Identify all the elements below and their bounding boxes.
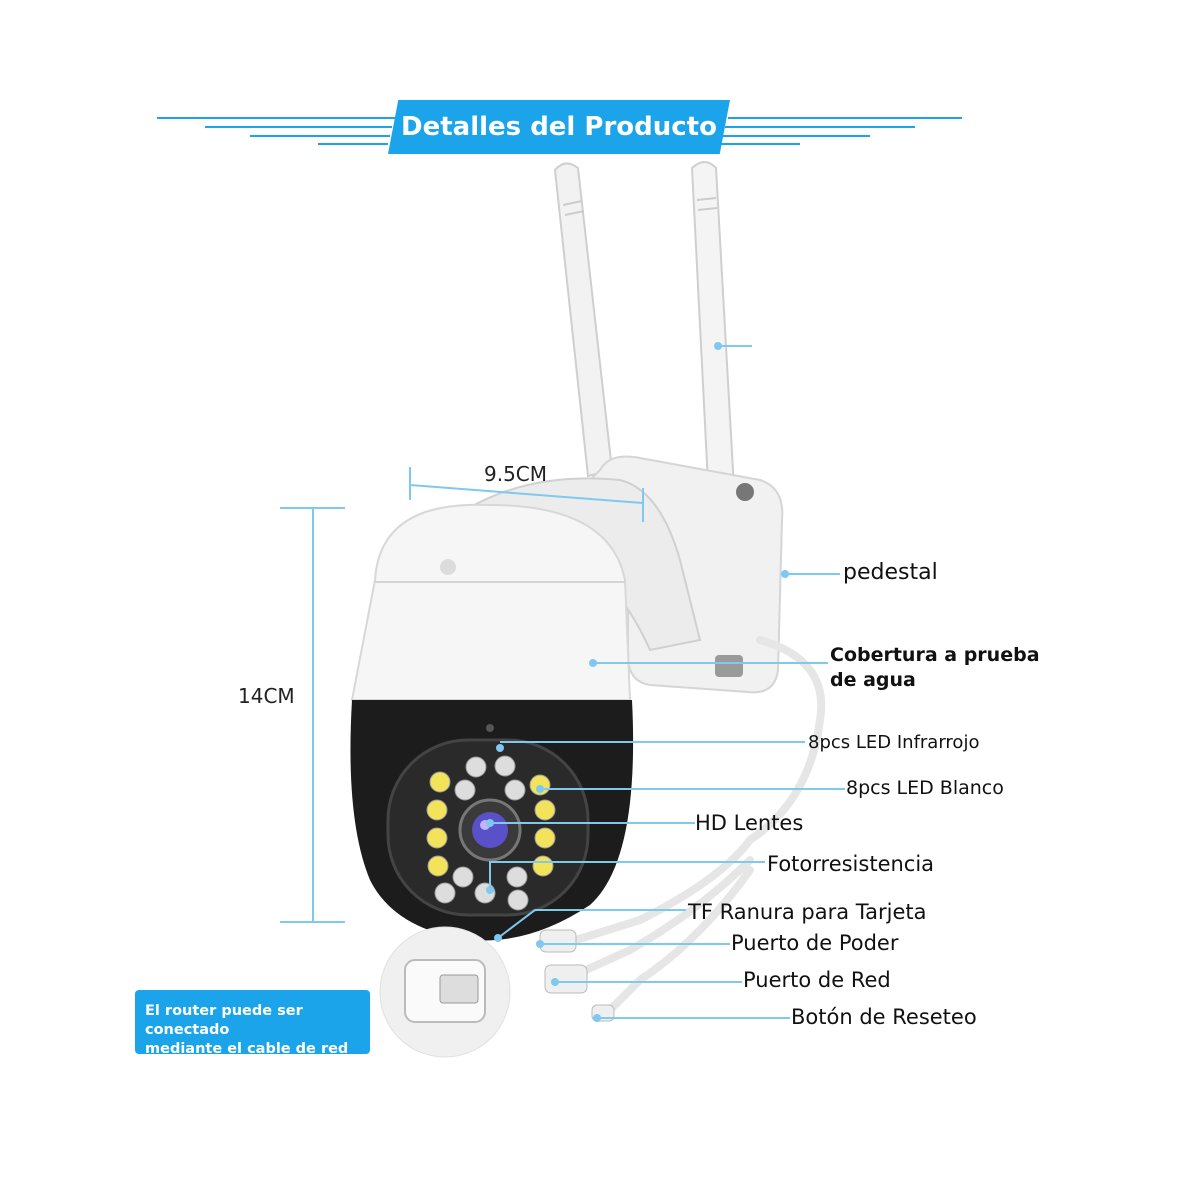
label-pedestal: pedestal bbox=[843, 560, 938, 585]
height-dimension: 14CM bbox=[238, 684, 295, 708]
router-note: El router puede ser conectado mediante e… bbox=[135, 990, 370, 1057]
label-photoresistor: Fotorresistencia bbox=[767, 852, 935, 876]
cable-bundle bbox=[556, 636, 826, 1019]
page-title: Detalles del Producto bbox=[401, 112, 717, 142]
ethernet-closeup bbox=[379, 926, 511, 1058]
label-reset-button: Botón de Reseteo bbox=[791, 1005, 977, 1029]
antenna-left bbox=[553, 162, 614, 478]
header-banner bbox=[388, 100, 730, 154]
label-lens: HD Lentes bbox=[695, 811, 804, 835]
label-white-led: 8pcs LED Blanco bbox=[846, 777, 1004, 799]
label-waterproof-2: de agua bbox=[830, 669, 916, 691]
router-note-line1: El router puede ser conectado bbox=[145, 1003, 303, 1038]
dimension-lines bbox=[280, 467, 644, 923]
router-note-line2: mediante el cable de red bbox=[145, 1041, 349, 1057]
label-tf-slot: TF Ranura para Tarjeta bbox=[688, 900, 927, 924]
leader-dots bbox=[486, 342, 789, 1022]
camera-dome bbox=[350, 503, 632, 701]
camera-lens bbox=[458, 798, 522, 862]
label-network-port: Puerto de Red bbox=[743, 968, 891, 992]
header-stripes bbox=[157, 117, 962, 145]
label-power-port: Puerto de Poder bbox=[731, 931, 899, 955]
label-waterproof-1: Cobertura a prueba bbox=[830, 644, 1040, 666]
label-ir-led: 8pcs LED Infrarrojo bbox=[808, 732, 980, 753]
width-dimension: 9.5CM bbox=[484, 462, 548, 486]
leader-lines bbox=[489, 345, 845, 1019]
led-ring bbox=[426, 755, 556, 911]
